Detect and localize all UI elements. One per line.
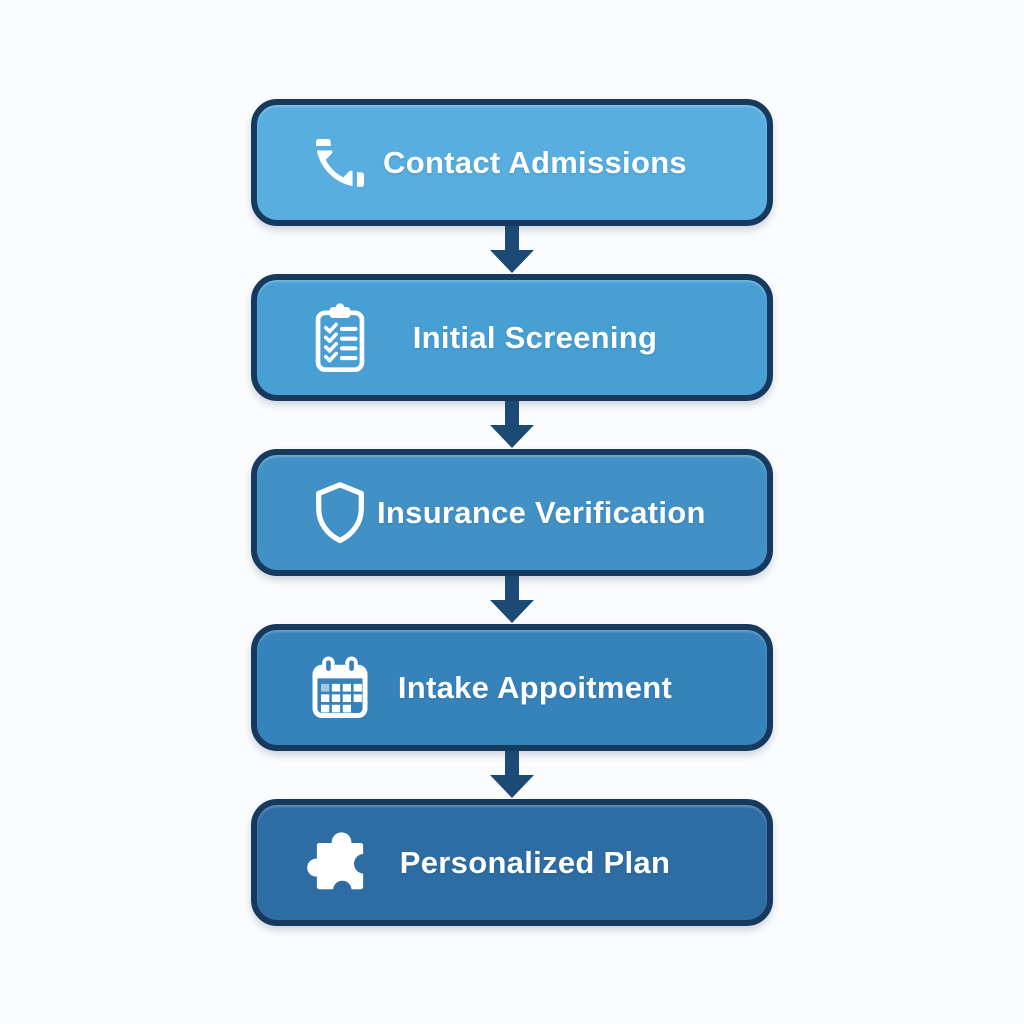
step-personalized-plan: Personalized Plan xyxy=(251,799,773,926)
calendar-icon xyxy=(303,646,377,730)
step-label: Insurance Verification xyxy=(377,494,706,530)
shield-icon xyxy=(303,471,377,555)
step-label: Initial Screening xyxy=(412,319,658,355)
step-label: Personalized Plan xyxy=(399,844,671,880)
step-intake-appointment: Intake Appoitment xyxy=(251,624,773,751)
step-insurance-verification: Insurance Verification xyxy=(251,449,773,576)
step-contact-admissions: Contact Admissions xyxy=(251,99,773,226)
down-arrow-icon xyxy=(490,576,534,623)
step-label: Intake Appoitment xyxy=(397,669,673,705)
down-arrow-icon xyxy=(490,226,534,273)
step-label: Contact Admissions xyxy=(383,144,687,180)
step-initial-screening: Initial Screening xyxy=(251,274,773,401)
down-arrow-icon xyxy=(490,401,534,448)
down-arrow-icon xyxy=(490,751,534,798)
clipboard-checklist-icon xyxy=(303,296,377,380)
phone-handset-icon xyxy=(303,121,377,205)
puzzle-piece-icon xyxy=(303,821,377,905)
